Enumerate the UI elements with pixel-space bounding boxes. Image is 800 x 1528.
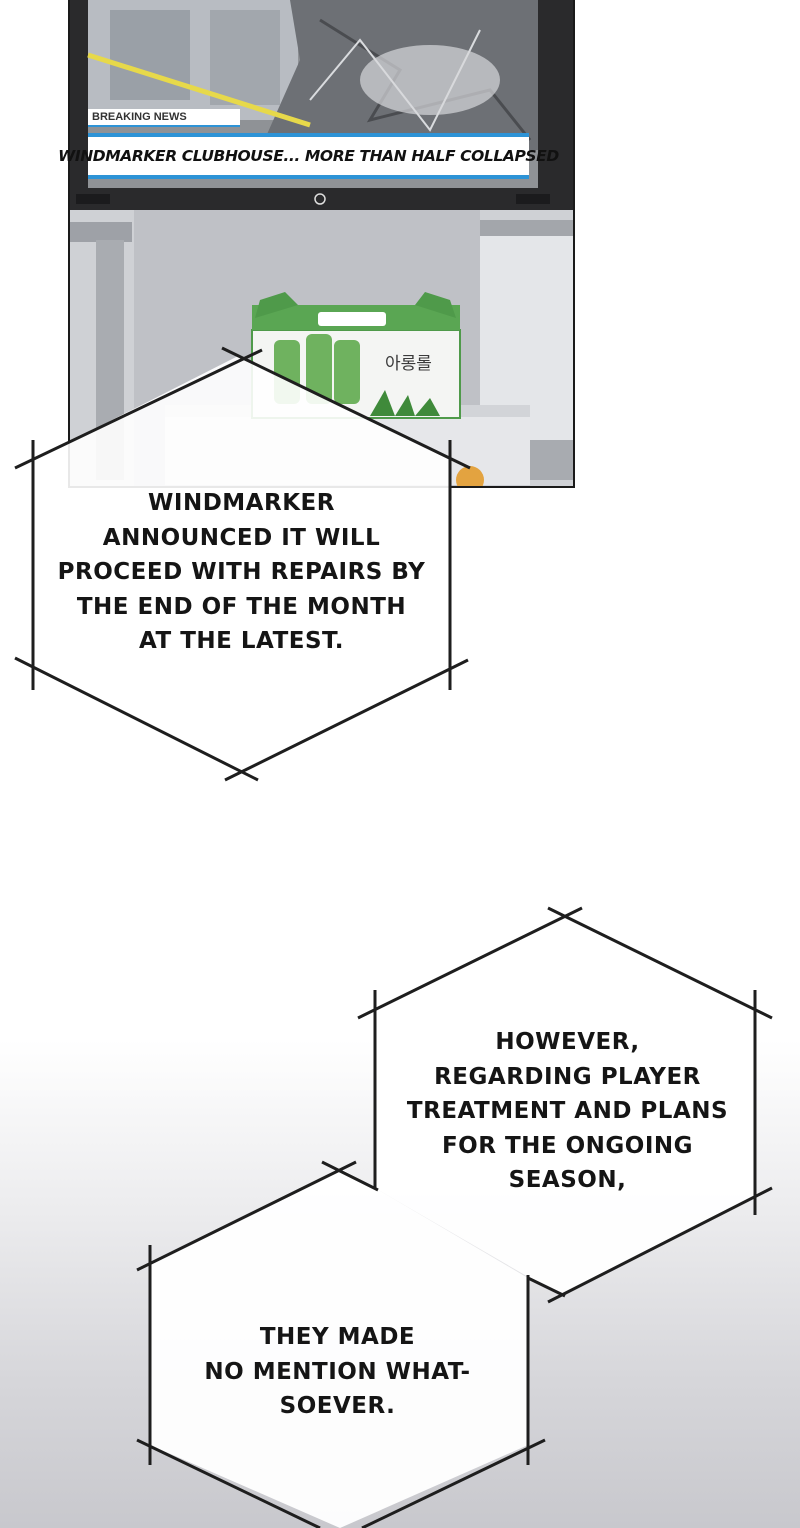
narration-line: ANNOUNCED IT WILL xyxy=(102,524,381,551)
narration-box-2: HOWEVER, REGARDING PLAYER TREATMENT AND … xyxy=(385,1025,750,1198)
breaking-news-label: BREAKING NEWS xyxy=(92,111,187,123)
narration-line: AT THE LATEST. xyxy=(139,628,344,654)
narration-box-3: THEY MADE NO MENTION WHAT- SOEVER. xyxy=(160,1320,515,1424)
breaking-news-tag: BREAKING NEWS xyxy=(88,109,240,127)
news-headline-bar: WINDMARKER CLUBHOUSE... MORE THAN HALF C… xyxy=(58,133,559,179)
narration-line: HOWEVER, xyxy=(495,1029,640,1055)
narration-line: THE END OF THE MONTH xyxy=(76,593,407,620)
narration-line: NO MENTION WHAT- xyxy=(204,1358,471,1385)
narration-line: SOEVER. xyxy=(279,1393,396,1419)
narration-line: TREATMENT AND PLANS xyxy=(406,1098,729,1124)
narration-frame-3 xyxy=(136,1160,566,1528)
narration-line: THEY MADE xyxy=(259,1324,416,1350)
narration-line: WINDMARKER xyxy=(148,490,335,516)
narration-line: PROCEED WITH REPAIRS BY xyxy=(57,559,426,585)
narration-line: FOR THE ONGOING xyxy=(441,1132,694,1159)
news-headline: WINDMARKER CLUBHOUSE... MORE THAN HALF C… xyxy=(58,147,559,165)
narration-line: REGARDING PLAYER xyxy=(434,1063,701,1090)
narration-box-1: WINDMARKER ANNOUNCED IT WILL PROCEED WIT… xyxy=(33,486,450,659)
narration-frame-2 xyxy=(357,906,773,1304)
gift-box-label: 아롱롤 xyxy=(385,354,432,374)
narration-frame-1 xyxy=(14,346,471,782)
narration-line: SEASON, xyxy=(508,1167,627,1193)
